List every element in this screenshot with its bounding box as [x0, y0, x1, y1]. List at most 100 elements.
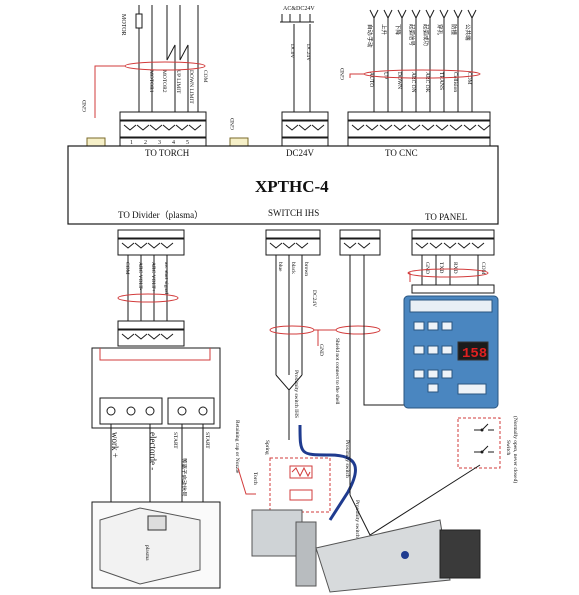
pin-number: 5	[186, 140, 189, 146]
switch-title: Switch	[505, 440, 511, 456]
panel-button[interactable]	[441, 321, 453, 331]
panel-group: GND TXD RXD COM 158	[403, 229, 499, 409]
torch-clamp	[251, 509, 303, 557]
gnd-label-ihs: GND	[318, 344, 324, 356]
cnc-cn-label: 穿孔	[436, 24, 444, 36]
lifter-motor	[439, 529, 481, 579]
led-readout: 158	[462, 346, 487, 362]
ihs-wire-blue: blue	[277, 262, 283, 272]
cnc-cn-label: 起弧信号	[408, 24, 416, 47]
cnc-wire-up: UP	[382, 72, 388, 79]
motor-label: MOTOR	[120, 14, 126, 36]
start-cn-label: 等离子启动信号	[180, 458, 188, 497]
panel-wire-rxd: RXD	[452, 262, 458, 274]
gnd-label-torch-b: GND	[230, 118, 236, 130]
panel-button[interactable]	[457, 383, 487, 395]
panel-button[interactable]	[413, 345, 425, 355]
gnd-label-cnc: GND	[340, 68, 346, 80]
cnc-wire-auto: AUTO	[368, 72, 374, 87]
divider-wire-arc-volt-neg: ARC VOLT-	[137, 262, 143, 290]
cnc-wire-collision: Collision	[452, 72, 458, 92]
panel-button[interactable]	[427, 369, 439, 379]
gnd-label-torch-a: GND	[82, 100, 88, 112]
motor-group: MOTOR MOTOR1 MOTOR2 UP LIMIT DOWN LIMIT …	[82, 5, 249, 147]
port-switch-ihs: SWITCH IHS	[268, 208, 319, 218]
pin-number: 1	[130, 140, 133, 146]
ihs-sensor-label: Proximity switch IHS	[293, 370, 299, 418]
panel-button[interactable]	[441, 369, 453, 379]
ihs-wire-brown: brown	[303, 262, 309, 276]
gnd-terminal	[86, 137, 106, 147]
cnc-wire-down: DOWN	[396, 72, 402, 89]
shield-ring	[117, 293, 179, 303]
panel-button[interactable]	[441, 345, 453, 355]
power-label: AC&DC24V	[283, 6, 315, 12]
cnc-cn-label: 自动/手动	[366, 24, 374, 48]
wire-motor1: MOTOR1	[148, 70, 154, 93]
lifter-body	[315, 519, 451, 593]
pin-number: 4	[172, 140, 175, 146]
divider-group: COM ARC VOLT- ARC VOLT+ arc start signal…	[91, 229, 221, 589]
cnc-group: 自动/手动 上升 下降 起弧信号 起弧成功 穿孔 防撞 公共端 AUTO UP …	[340, 9, 491, 147]
proximity-switch-label: Proximity switch	[344, 440, 350, 478]
ihs-wire-black: black	[290, 262, 296, 274]
cnc-cn-label: 上升	[380, 24, 388, 36]
wire-up-limit: UP LIMIT	[175, 70, 181, 94]
shield-ring	[363, 69, 481, 79]
cnc-wire-trans: TRANS	[438, 72, 444, 90]
controller-title: XPTHC-4	[255, 177, 329, 196]
wire-motor2: MOTOR2	[161, 70, 167, 93]
gnd-terminal	[229, 137, 249, 147]
wire-dc0v: DC0V	[289, 44, 295, 58]
cnc-wire-arc-ok: ARC OK	[424, 72, 430, 93]
controller-box: TO TORCH DC24V TO CNC XPTHC-4 TO Divider…	[67, 145, 499, 225]
panel-button[interactable]	[413, 321, 425, 331]
retaining-cap-label: Retaining cap or Nozzle	[234, 420, 240, 474]
panel-button[interactable]	[427, 321, 439, 331]
shield-ring	[407, 268, 489, 278]
terminal-work: work +	[110, 432, 120, 458]
divider-wire-arc-volt-pos: ARC VOLT+	[150, 262, 156, 292]
pin-number: 2	[144, 140, 147, 146]
panel-wire-com: COM	[480, 262, 486, 275]
panel-button[interactable]	[413, 369, 425, 379]
cnc-cn-label: 下降	[394, 24, 402, 36]
wire-com: COM	[202, 70, 208, 83]
port-to-divider: TO Divider（plasma）	[118, 210, 203, 220]
divider-wire-com: COM	[124, 262, 130, 275]
terminal-start: START	[172, 432, 178, 449]
plasma-unit-shape	[99, 507, 201, 585]
cnc-cn-label: 公共端	[464, 24, 472, 41]
wire-down-limit: DOWN LIMIT	[188, 70, 194, 104]
spring-label: Spring	[264, 440, 270, 455]
port-to-panel: TO PANEL	[425, 212, 467, 222]
terminal-electrode: electorde -	[148, 432, 158, 470]
proximity-switch-label-2: Proximity switch	[354, 500, 360, 538]
port-dc24v: DC24V	[286, 148, 315, 158]
torch-label: Torch	[252, 472, 258, 485]
cnc-cn-label: 起弧成功	[422, 24, 430, 47]
connector-torch: 1 2 3 4 5	[119, 111, 207, 147]
ihs-group: blue black brown DC24V GND Shield not co…	[265, 229, 381, 521]
switch-detail: (Normally open, never closed)	[512, 416, 519, 483]
ihs-wire-dc24v: DC24V	[311, 290, 317, 307]
panel-button[interactable]	[427, 383, 439, 393]
divider-wire-arc-start: arc start signal	[163, 262, 169, 295]
wire-dc24v: DC24V	[305, 44, 311, 61]
switch-box	[457, 417, 501, 469]
proximity-cable	[298, 424, 357, 521]
plasma-label: plasma	[144, 545, 150, 561]
panel-wire-txd: TXD	[438, 262, 444, 273]
terminal-start: START	[204, 432, 210, 449]
port-to-torch: TO TORCH	[145, 148, 190, 158]
power-group: AC&DC24V DC0V DC24V	[280, 6, 329, 147]
up-limit-switch	[166, 5, 176, 112]
led-display	[457, 341, 489, 361]
panel-button[interactable]	[427, 345, 439, 355]
motor-symbol	[135, 13, 143, 29]
port-to-cnc: TO CNC	[385, 148, 418, 158]
shield-ring	[124, 61, 206, 71]
torch-lifter: Spring Torch Retaining cap or Nozzle Pro…	[234, 420, 481, 593]
shield-wire	[94, 65, 125, 118]
